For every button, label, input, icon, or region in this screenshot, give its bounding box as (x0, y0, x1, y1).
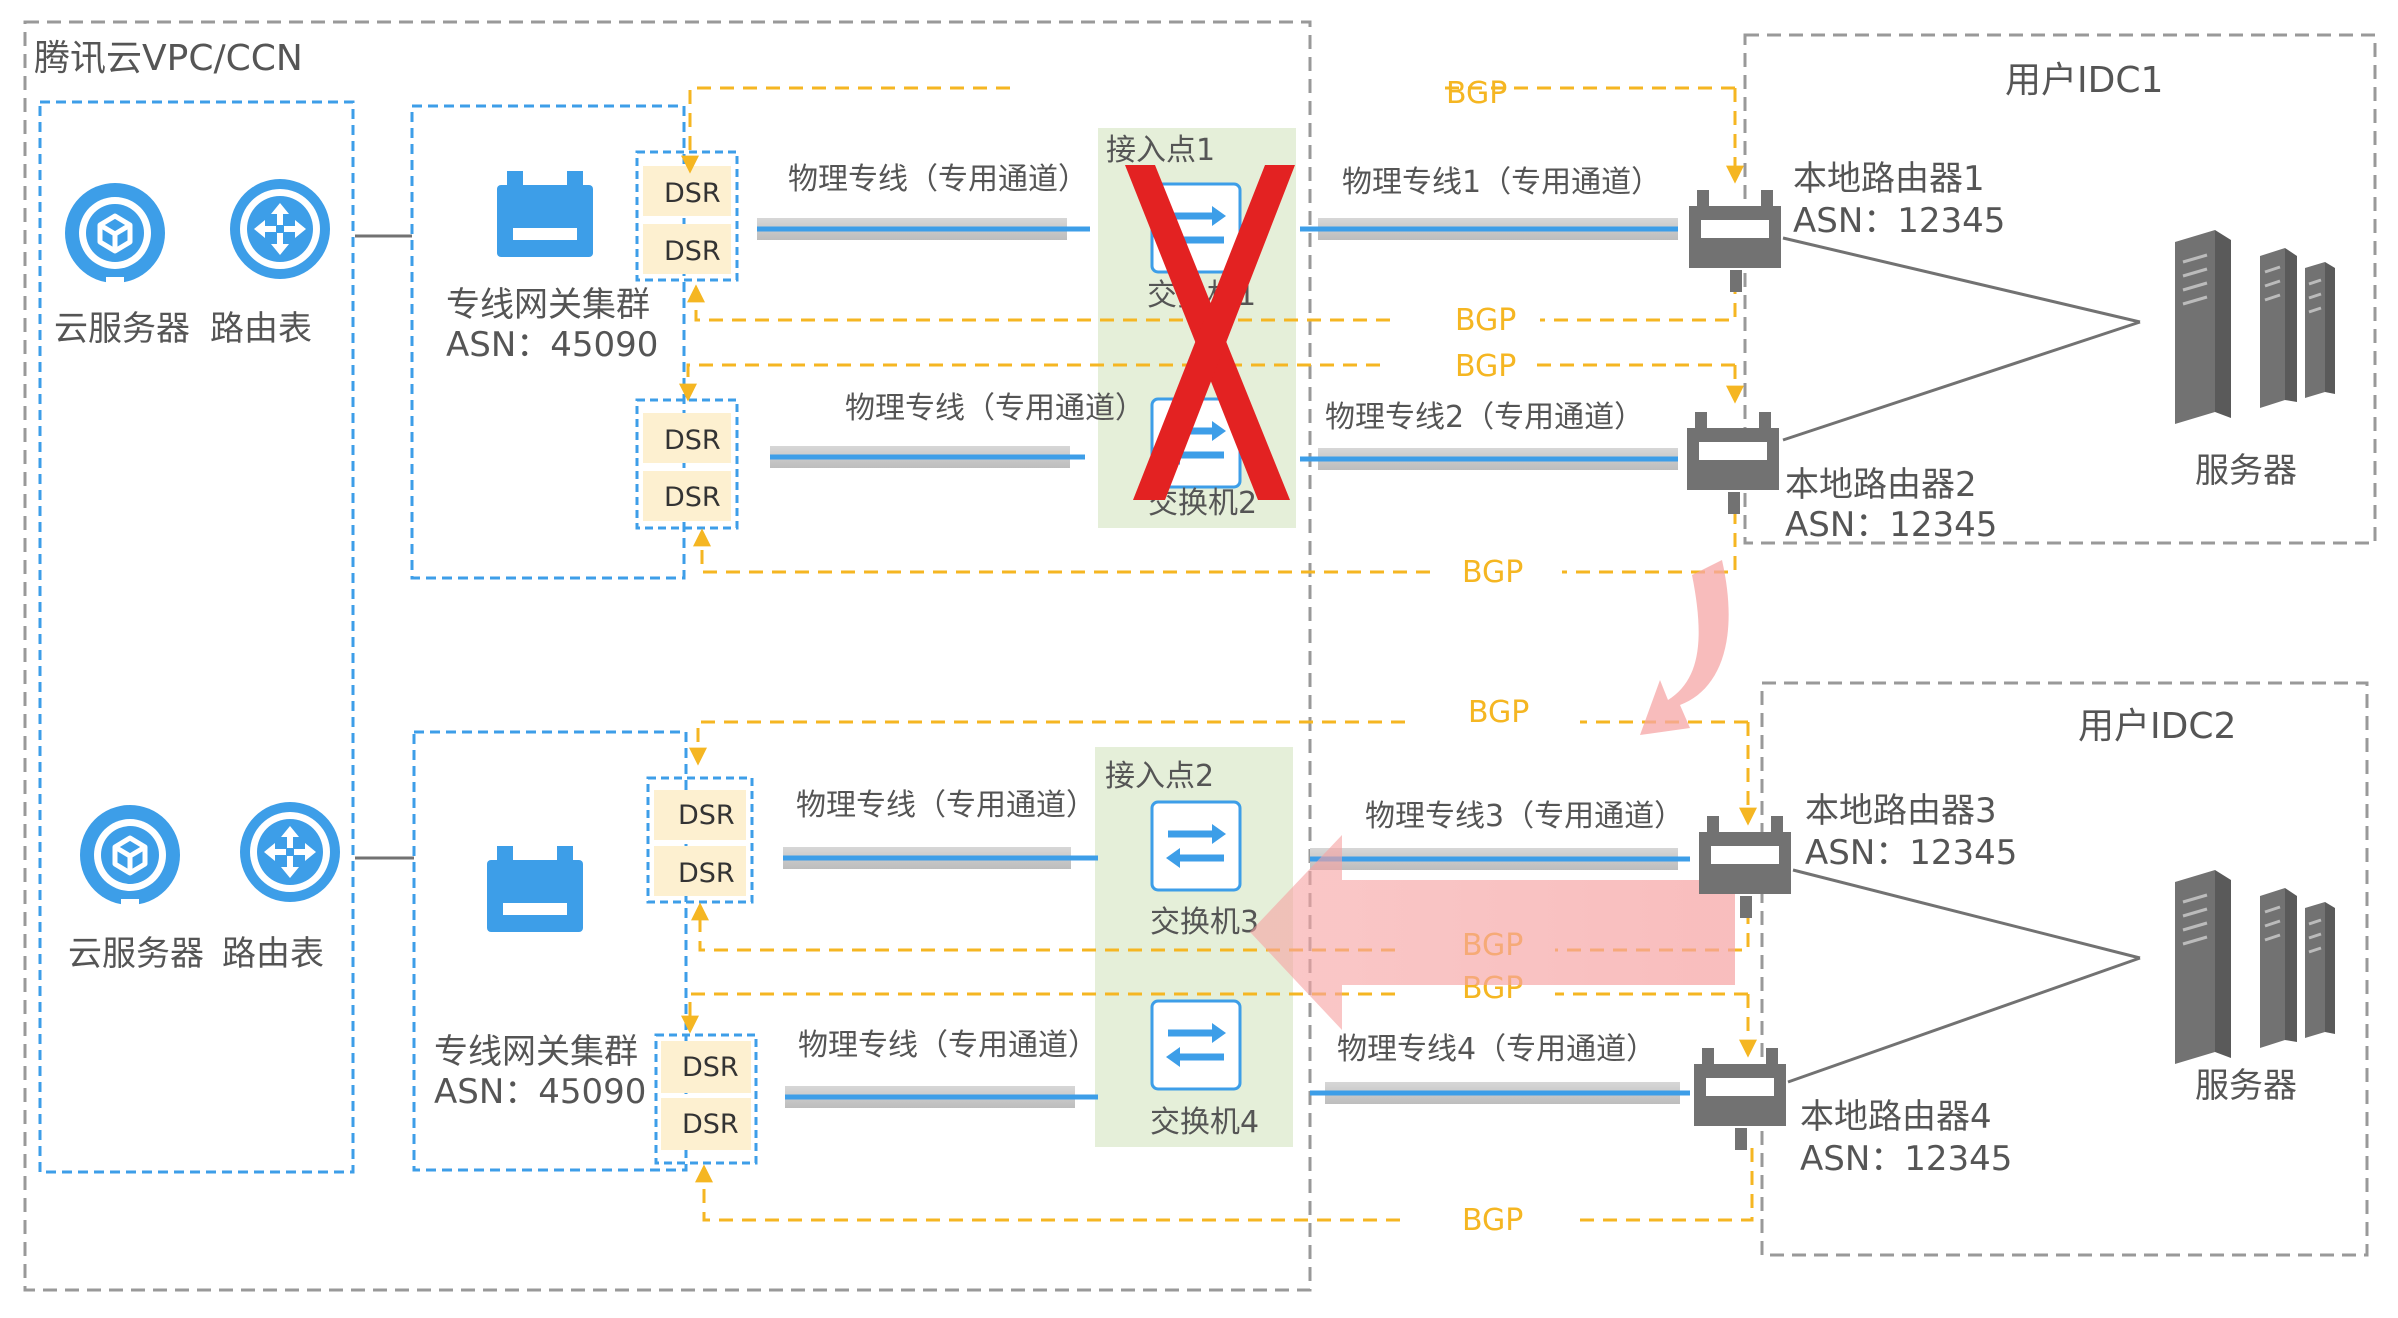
switch-icon[interactable] (1152, 1001, 1240, 1089)
gateway-cluster-name: 专线网关集群 (446, 285, 650, 325)
bgp-label: BGP (1462, 555, 1523, 590)
bgp-sessions (679, 86, 1757, 1222)
cable-label: 物理专线（专用通道） (796, 788, 1096, 823)
dsr-group-3 (646, 776, 754, 904)
router-icon[interactable] (1699, 816, 1791, 894)
failure-cross-mark (1125, 165, 1295, 500)
cable-label: 物理专线4（专用通道） (1337, 1032, 1656, 1067)
dsr-label: DSR (664, 425, 721, 456)
router-3-asn: ASN：12345 (1805, 833, 2017, 873)
cable-label: 物理专线（专用通道） (798, 1028, 1098, 1063)
bgp-label: BGP (1446, 76, 1507, 111)
server-icon[interactable] (2173, 228, 2337, 426)
gateway-cluster-asn: ASN：45090 (446, 325, 658, 365)
router-1-asn: ASN：12345 (1793, 201, 2005, 241)
router-4-label: 本地路由器4 (1800, 1097, 1992, 1137)
cloud-services-box (38, 100, 355, 1174)
dsr-label: DSR (682, 1109, 739, 1140)
bgp-label: BGP (1468, 695, 1529, 730)
dsr-label: DSR (664, 482, 721, 513)
vpc-region-box (23, 20, 1312, 1292)
cable-label: 物理专线（专用通道） (788, 162, 1088, 197)
route-table-icon[interactable] (240, 802, 340, 902)
cable-label: 物理专线1（专用通道） (1342, 165, 1661, 200)
route-table-icon[interactable] (230, 179, 330, 279)
route-table-label: 路由表 (222, 934, 324, 974)
dsr-label: DSR (682, 1052, 739, 1083)
switch-4-label: 交换机4 (1150, 1105, 1259, 1140)
gateway-cluster-box-2 (412, 730, 688, 1172)
failover-big-arrow (1250, 835, 1735, 1030)
idc1-region-box (1743, 33, 2377, 545)
cable-label: 物理专线3（专用通道） (1365, 799, 1684, 834)
server-icon[interactable] (2173, 868, 2337, 1066)
cloud-server-icon[interactable] (80, 805, 180, 909)
router-2-label: 本地路由器2 (1785, 465, 1977, 505)
route-table-label: 路由表 (210, 309, 312, 349)
access-point-2-title: 接入点2 (1105, 759, 1214, 794)
gateway-cluster-name: 专线网关集群 (434, 1032, 638, 1072)
gateway-cluster-asn: ASN：45090 (434, 1072, 646, 1112)
idc1-region-title: 用户IDC1 (2005, 60, 2163, 101)
router-icon[interactable] (1689, 190, 1781, 268)
cloud-server-label: 云服务器 (54, 309, 190, 349)
server-links (1782, 236, 2141, 1084)
switch-3-label: 交换机3 (1150, 905, 1259, 940)
router-ports (1728, 270, 1752, 1150)
cable-label: 物理专线（专用通道） (845, 391, 1145, 426)
cloud-server-label: 云服务器 (68, 934, 204, 974)
idc2-region-box (1760, 681, 2369, 1257)
gateway-cluster-box-1 (410, 104, 686, 580)
router-icon[interactable] (1694, 1048, 1786, 1126)
router-icon[interactable] (1687, 412, 1779, 490)
router-2-asn: ASN：12345 (1785, 505, 1997, 545)
failover-curved-arrow (1640, 560, 1729, 735)
cables (757, 218, 1690, 1108)
router-1-label: 本地路由器1 (1793, 159, 1985, 199)
gateway-icon[interactable] (487, 846, 583, 932)
bgp-label: BGP (1455, 349, 1516, 384)
idc2-region-title: 用户IDC2 (2078, 706, 2236, 747)
dsr-group-4 (654, 1033, 758, 1165)
switch-icon[interactable] (1152, 802, 1240, 890)
dsr-group-1 (635, 150, 739, 282)
cable-label: 物理专线2（专用通道） (1325, 400, 1644, 435)
dsr-label: DSR (664, 236, 721, 267)
vpc-region-title: 腾讯云VPC/CCN (34, 38, 303, 79)
gateway-icon[interactable] (497, 171, 593, 257)
server-label: 服务器 (2195, 451, 2297, 491)
access-point-1-title: 接入点1 (1106, 133, 1215, 168)
bgp-label: BGP (1455, 303, 1516, 338)
dsr-label: DSR (678, 858, 735, 889)
router-4-asn: ASN：12345 (1800, 1139, 2012, 1179)
server-label: 服务器 (2195, 1066, 2297, 1106)
dsr-group-2 (635, 398, 739, 530)
cloud-server-icon[interactable] (65, 183, 165, 287)
bgp-label: BGP (1462, 1203, 1523, 1238)
router-3-label: 本地路由器3 (1805, 791, 1997, 831)
dsr-label: DSR (664, 178, 721, 209)
dsr-label: DSR (678, 800, 735, 831)
